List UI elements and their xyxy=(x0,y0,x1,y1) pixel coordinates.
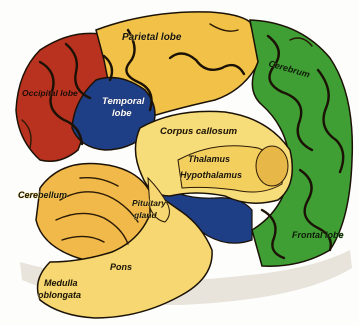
corpus-callosum-label: Corpus callosum xyxy=(160,126,238,137)
corpus-callosum-end xyxy=(256,146,288,186)
medulla-oblongata-label-line2: oblongata xyxy=(38,290,81,300)
frontal-lobe-label: Frontal lobe xyxy=(292,230,344,240)
temporal-lobe-label-line1: Temporal xyxy=(102,96,145,107)
temporal-lobe-label-line2: lobe xyxy=(112,108,132,119)
occipital-lobe-label: Occipital lobe xyxy=(22,88,78,98)
parietal-lobe-label: Parietal lobe xyxy=(122,32,182,43)
pons-label: Pons xyxy=(110,262,132,272)
cerebellum-label: Cerebellum xyxy=(18,190,67,200)
medulla-oblongata-label-line1: Medulla xyxy=(44,278,78,288)
hypothalamus-label: Hypothalamus xyxy=(180,170,242,180)
thalamus-label: Thalamus xyxy=(188,154,230,164)
pituitary-gland-label-line1: Pituitary xyxy=(132,198,167,208)
pituitary-gland-label-line2: gland xyxy=(133,210,157,220)
